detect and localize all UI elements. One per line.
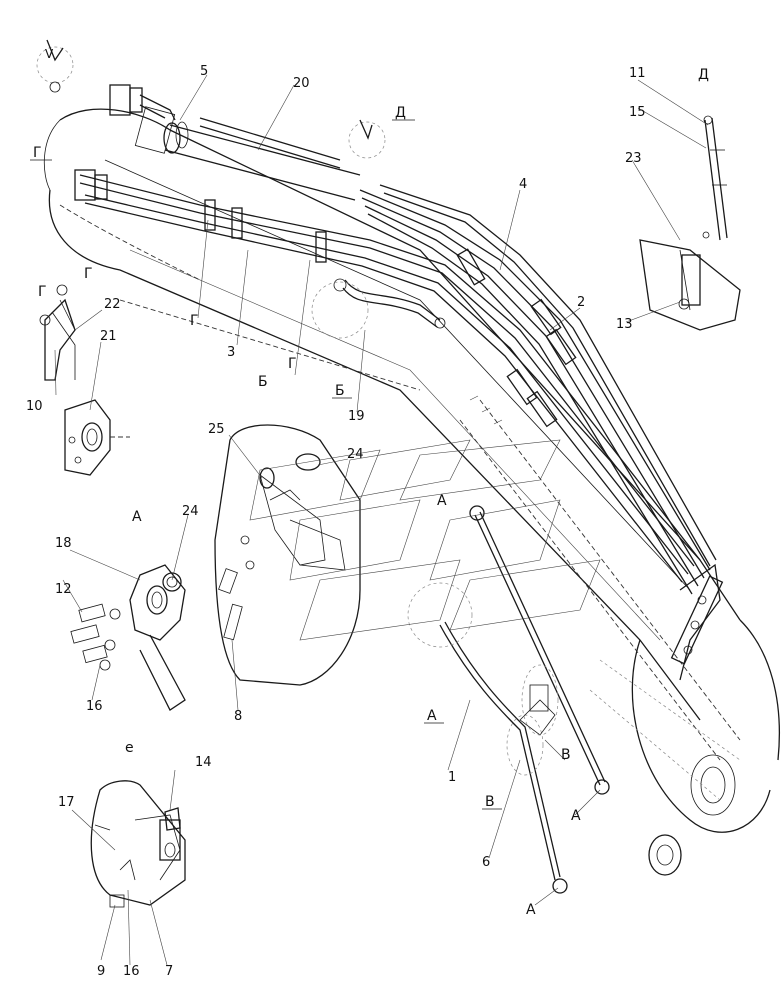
detail-b-inset <box>214 424 361 686</box>
callout-22: 22 <box>104 297 121 312</box>
view-label-b-box: Б <box>335 383 345 399</box>
view-label-g-b: Г <box>190 313 199 329</box>
callout-23: 23 <box>625 151 642 166</box>
callout-10: 10 <box>26 399 43 414</box>
detail-d-mount <box>639 115 741 331</box>
callout-25: 25 <box>208 422 225 437</box>
callout-24-b: 24 <box>347 447 364 462</box>
view-label-g-d: Г <box>38 284 47 300</box>
callout-3: 3 <box>227 345 235 360</box>
callout-6: 6 <box>482 855 490 870</box>
hydraulic-cylinder <box>134 106 361 201</box>
callout-14: 14 <box>195 755 212 770</box>
rod-assemblies <box>407 505 610 894</box>
callout-9: 9 <box>97 964 105 979</box>
callout-20: 20 <box>293 76 310 91</box>
callout-16-a: 16 <box>86 699 103 714</box>
view-label-g-c: Г <box>288 356 297 372</box>
callout-17: 17 <box>58 795 75 810</box>
callout-18: 18 <box>55 536 72 551</box>
callout-12: 12 <box>55 582 72 597</box>
view-label-b-title: Б <box>258 374 268 390</box>
view-label-a-box: А <box>427 708 437 724</box>
view-label-v-box: В <box>485 794 495 810</box>
detail-e-valve <box>90 780 186 908</box>
callout-numbers: 1 2 3 4 5 6 7 8 9 10 11 12 13 14 15 16 1… <box>26 64 646 979</box>
detail-g-bracket <box>39 284 130 476</box>
callout-11: 11 <box>629 66 646 81</box>
callout-8: 8 <box>234 709 242 724</box>
callout-2: 2 <box>577 295 585 310</box>
callout-4: 4 <box>519 177 527 192</box>
view-label-a-2: А <box>571 808 581 824</box>
callout-19: 19 <box>348 409 365 424</box>
callout-1: 1 <box>448 770 456 785</box>
hose-line-b <box>311 278 446 339</box>
view-label-g-a: Г <box>84 266 93 282</box>
callout-24-a: 24 <box>182 504 199 519</box>
callout-16-b: 16 <box>123 964 140 979</box>
leader-lines <box>54 74 709 966</box>
boom-tick-marks <box>469 395 503 425</box>
view-mark-v: V <box>45 47 54 61</box>
callout-5: 5 <box>200 64 208 79</box>
view-label-d-title: Д <box>698 67 709 83</box>
detail-a-flange <box>70 564 186 711</box>
view-label-d-box: Д <box>395 105 406 121</box>
view-label-a-title: А <box>132 509 142 525</box>
view-label-e-title: е <box>125 740 134 756</box>
view-label-g-box: Г <box>33 145 42 161</box>
view-label-v-1: В <box>561 747 571 763</box>
callout-7: 7 <box>165 964 173 979</box>
watermark-outline <box>249 439 601 641</box>
callout-21: 21 <box>100 329 117 344</box>
view-label-a-1: А <box>437 493 447 509</box>
boom-body <box>43 108 781 876</box>
view-markers <box>36 39 386 159</box>
view-labels: Г Г Г Г Г Д Д Б Б А А А А А В В е V <box>30 47 709 918</box>
view-label-a-3: А <box>526 902 536 918</box>
callout-13: 13 <box>616 317 633 332</box>
pipe-bundle <box>74 84 724 681</box>
callout-15: 15 <box>629 105 646 120</box>
